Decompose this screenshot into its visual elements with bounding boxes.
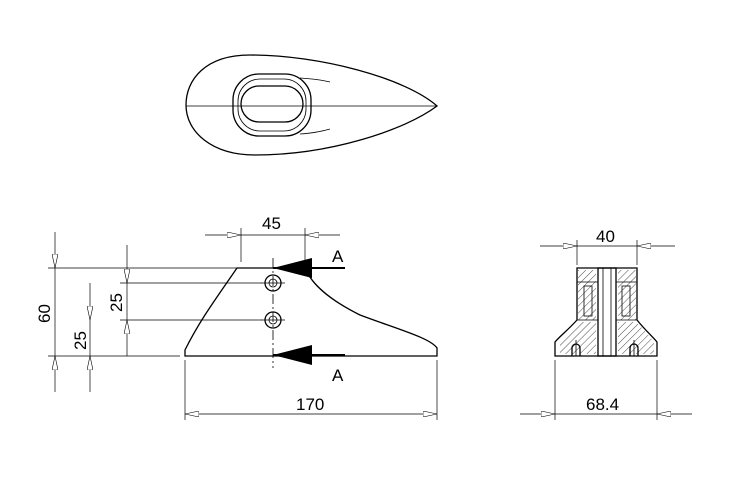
lower-hole <box>261 311 285 329</box>
top-view-ridge-upper <box>299 77 331 83</box>
top-view-outline <box>185 54 439 156</box>
section-hatch-foot-left <box>560 322 596 354</box>
section-hatch-left <box>578 270 596 320</box>
dim-40 <box>540 240 675 265</box>
dim-text-60: 60 <box>35 304 54 323</box>
side-view: A A 45 60 <box>35 214 438 420</box>
section-label-lower: A <box>332 366 344 385</box>
section-arrow-upper <box>273 258 345 278</box>
section-pocket-left <box>583 285 593 317</box>
top-view-ridge-lower <box>299 128 331 135</box>
section-view: 40 68.4 <box>520 227 692 420</box>
dim-text-40: 40 <box>596 227 615 246</box>
dim-text-68-4: 68.4 <box>586 395 619 414</box>
dim-text-45: 45 <box>262 214 281 233</box>
dim-text-25-spacing: 25 <box>107 293 126 312</box>
dim-170 <box>184 360 438 420</box>
dim-45 <box>205 228 340 262</box>
top-view-boss-slot <box>240 85 304 123</box>
section-label-upper: A <box>332 247 344 266</box>
dim-text-170: 170 <box>296 395 324 414</box>
dim-68-4 <box>520 360 692 420</box>
upper-hole <box>261 274 285 292</box>
section-pocket-right <box>621 285 631 317</box>
section-core <box>597 267 617 357</box>
section-arrow-lower <box>273 345 345 365</box>
top-view-boss-mid <box>237 78 307 132</box>
top-view-boss-outer <box>232 73 312 137</box>
section-screw-right <box>629 340 639 356</box>
dim-60 <box>48 232 237 392</box>
section-outline <box>554 267 658 357</box>
dim-25-spacing <box>120 245 262 356</box>
section-screw-left <box>571 340 581 356</box>
section-hatch-foot-right <box>618 322 654 354</box>
top-view <box>185 54 439 156</box>
section-hatch-right <box>618 270 636 320</box>
side-view-body <box>184 267 438 357</box>
dim-text-25-base: 25 <box>71 331 90 350</box>
